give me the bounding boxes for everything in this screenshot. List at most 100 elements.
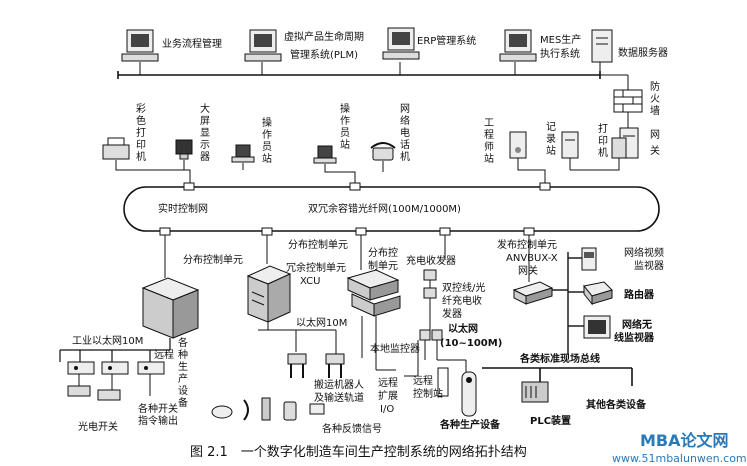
svg-text:印: 印: [598, 135, 608, 147]
local-monitor-label: 本地监控器: [370, 342, 420, 355]
dcu1-label: 分布控制单元: [183, 253, 243, 266]
feedback-label: 各种反馈信号: [322, 422, 382, 435]
remote-station-line1: 远程: [413, 375, 433, 387]
fiber-ring: [123, 182, 660, 236]
svg-text:员: 员: [340, 127, 350, 139]
svg-text:打: 打: [136, 126, 146, 139]
svg-text:作: 作: [262, 129, 272, 141]
middle-drops: [115, 158, 620, 185]
dcu3-label-line1: 分布控: [368, 246, 398, 259]
svg-text:机: 机: [598, 146, 608, 159]
pub-unit-line1: 发布控制单元: [497, 238, 557, 251]
svg-text:机: 机: [136, 150, 146, 163]
dual-transceiver-line1: 双控线/光: [442, 281, 485, 294]
production-equip-label: 各种生产设备: [439, 418, 501, 431]
wireless-monitor-icon: [583, 315, 611, 339]
fiber-net-label: 双冗余容错光纤网(100M/1000M): [308, 202, 461, 215]
mes-label-line1: MES生产: [540, 33, 581, 46]
svg-text:录: 录: [546, 133, 556, 145]
svg-text:作: 作: [340, 115, 350, 127]
svg-text:操: 操: [262, 116, 272, 129]
other-equip-label: 其他各类设备: [586, 398, 647, 411]
data-server-icon: [591, 29, 613, 63]
svg-text:火: 火: [650, 93, 660, 105]
svg-text:示: 示: [200, 140, 210, 151]
svg-text:产: 产: [178, 372, 188, 385]
dual-transceiver-line2: 纤充电收: [442, 294, 482, 307]
svg-text:打: 打: [598, 122, 608, 135]
devices-label: 各 种 生 产 设 备: [178, 336, 188, 409]
pub-unit-line2: ANVBUX-X: [506, 253, 558, 264]
svg-text:I/O: I/O: [380, 404, 394, 415]
svg-text:员: 员: [262, 141, 272, 153]
charge-transceiver-icon: [419, 269, 443, 341]
xcu-label-line2: XCU: [300, 276, 320, 287]
gateway-label: 网 关: [650, 129, 660, 157]
operator-station-2-label: 操 作 员 站: [340, 102, 350, 151]
operator-station-1-icon: [231, 144, 255, 163]
switch-output-line2: 指令输出: [138, 414, 178, 427]
plc-label: PLC装置: [530, 414, 571, 427]
photo-switch-label: 光电开关: [78, 420, 118, 433]
svg-text:站: 站: [340, 138, 350, 151]
svg-text:墙: 墙: [650, 104, 660, 117]
ring-drops: [164, 235, 530, 282]
svg-text:站: 站: [546, 144, 556, 157]
router-label: 路由器: [624, 288, 655, 301]
svg-text:生: 生: [178, 360, 188, 373]
watermark-url: www.51mbalunwen.com: [612, 452, 747, 465]
svg-text:工: 工: [484, 118, 494, 129]
svg-text:站: 站: [484, 152, 494, 165]
remote-station-line2: 控制站: [413, 387, 443, 400]
record-station-icon: [561, 131, 579, 159]
svg-text:电: 电: [400, 126, 410, 139]
robot-label-line2: 及输送轨道: [314, 391, 364, 404]
svg-text:网: 网: [650, 129, 660, 141]
svg-text:种: 种: [178, 348, 188, 361]
dcu3-label-line2: 制单元: [368, 259, 398, 272]
firewall-icon: [613, 89, 643, 113]
operator-station-1-label: 操 作 员 站: [262, 116, 272, 165]
field-bus-label: 各类标准现场总线: [519, 352, 600, 365]
robot-label-line1: 搬运机器人: [314, 378, 364, 391]
figure-caption: 图 2.1 一个数字化制造车间生产控制系统的网络拓扑结构: [190, 444, 527, 460]
dcu3-modules-icon: [346, 269, 401, 317]
erp-label: ERP管理系统: [417, 34, 476, 47]
svg-text:器: 器: [200, 151, 210, 163]
network-phone-icon: [370, 142, 396, 161]
engineer-station-icon: [509, 131, 527, 159]
color-printer-label: 彩 色 打 印 机: [136, 103, 146, 163]
svg-text:防: 防: [650, 80, 660, 93]
remote-label: 远程: [154, 349, 174, 361]
pub-gateway-icon: [512, 281, 554, 305]
firewall-label: 防 火 墙: [650, 80, 660, 117]
xcu-cabinet-icon: [246, 265, 292, 323]
svg-text:络: 络: [400, 114, 410, 127]
video-monitor-line2: 监视器: [634, 259, 664, 272]
big-screen-icon: [175, 139, 193, 160]
ethernet-label-line1: 以太网: [448, 322, 478, 335]
mes-label-line2: 执行系统: [540, 47, 580, 60]
eth10m-label: 以太网10M: [296, 316, 347, 329]
big-screen-label: 大 屏 显 示 器: [200, 102, 210, 163]
plm-label-line2: 管理系统(PLM): [290, 48, 358, 61]
svg-text:网: 网: [400, 103, 410, 115]
network-phone-label: 网 络 电 话 机: [400, 103, 410, 163]
video-monitor-icon: [581, 247, 597, 271]
svg-text:师: 师: [484, 140, 494, 153]
svg-text:远程: 远程: [378, 377, 398, 389]
top-drops: [139, 62, 629, 90]
xcu-label-line1: 冗余控制单元: [286, 261, 346, 274]
svg-text:程: 程: [484, 129, 494, 141]
svg-text:各: 各: [178, 336, 188, 349]
top-bus: [117, 71, 601, 79]
remote-station-links: [404, 340, 419, 377]
industrial-eth-label: 工业以太网10M: [72, 334, 143, 347]
record-station-label: 记 录 站: [546, 121, 556, 157]
xcu-links: [258, 316, 396, 371]
svg-text:备: 备: [178, 396, 188, 409]
industrial-eth-bus: [59, 338, 171, 362]
robot-icon: [287, 353, 345, 378]
right-vertical-bus: [552, 252, 584, 354]
